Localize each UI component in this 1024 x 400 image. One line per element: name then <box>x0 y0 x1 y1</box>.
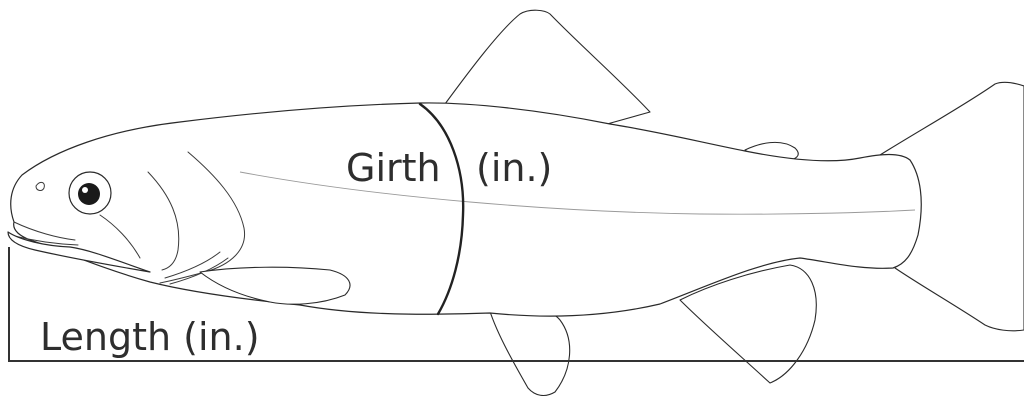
preopercle-line <box>147 171 180 271</box>
girth-unit-label: (in.) <box>476 146 553 190</box>
nostril <box>35 181 45 191</box>
pelvic-fin <box>487 303 571 397</box>
girth-measure-line <box>418 102 465 316</box>
opercle-line <box>159 151 246 284</box>
lower-jaw <box>7 231 151 273</box>
pectoral-fin <box>199 266 351 305</box>
dorsal-fin <box>444 9 651 127</box>
girth-label: Girth <box>346 146 441 190</box>
length-label: Length (in.) <box>40 315 260 359</box>
lateral-line <box>239 171 916 215</box>
anal-fin <box>679 264 817 384</box>
cheek-line <box>99 214 141 259</box>
eye-pupil <box>78 183 100 205</box>
eye-highlight <box>82 187 88 193</box>
